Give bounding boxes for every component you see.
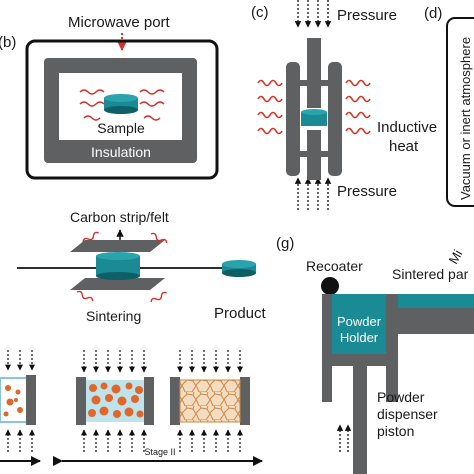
stage-left-arrows	[5, 350, 35, 452]
stage-cell-left	[0, 375, 36, 425]
sample-label: Sample	[97, 120, 145, 136]
inductive-heat-waves	[257, 79, 371, 135]
panel-f-stages: Stage II	[0, 350, 263, 466]
mi-label: Mi	[446, 247, 466, 266]
sintering-heat-waves	[76, 231, 168, 303]
panel-e-carbon-strip: Carbon strip/felt Sintering Product	[17, 209, 267, 324]
upper-punch	[307, 86, 321, 108]
pressure-arrows-top	[294, 0, 332, 28]
die-assembly	[286, 38, 342, 180]
microwave-port-label: Microwave port	[68, 14, 171, 31]
microwave-waves	[79, 89, 165, 121]
dispenser-label-2: dispenser	[377, 406, 438, 422]
vacuum-chamber	[446, 17, 474, 207]
product-disc	[222, 260, 256, 277]
product-label: Product	[214, 305, 267, 322]
holder-left-wall	[322, 294, 332, 402]
microwave-cavity	[25, 39, 219, 180]
panel-c-label: (c)	[251, 4, 269, 21]
pressure-top-label: Pressure	[337, 7, 397, 24]
powder-holder-label-1: Powder	[337, 314, 382, 329]
piston-arrows	[336, 424, 352, 452]
panel-g-additive: (g) Recoater Sintered par Mi Powder Hold…	[276, 235, 474, 474]
panel-g-label: (g)	[276, 235, 294, 252]
top-carbon-strip	[70, 240, 165, 252]
dispenser-label-1: Powder	[377, 389, 425, 405]
recoater-label: Recoater	[306, 258, 363, 274]
panel-b-microwave: (b) Microwave port Insulation Samp	[0, 14, 219, 180]
recoater-roller	[321, 277, 339, 295]
insulation-label: Insulation	[91, 144, 151, 160]
panel-b-label: (b)	[0, 34, 16, 51]
panel-c-induction: (c) Pressure Pressure Inductive heat	[251, 0, 437, 210]
vacuum-label: Vacuum or inert atmosphere	[458, 37, 473, 200]
heat-label: heat	[389, 138, 419, 155]
stage-ii-label: Stage II	[144, 447, 175, 457]
sintered-part-label: Sintered par	[392, 266, 469, 282]
pressure-arrows-bottom	[294, 177, 332, 210]
sample-disc	[104, 94, 138, 114]
die-sample	[301, 109, 327, 126]
bottom-carbon-strip	[70, 278, 165, 290]
dispenser-label-3: piston	[377, 423, 414, 439]
build-powder-top	[398, 294, 474, 308]
stage-cell-middle	[76, 377, 154, 425]
stage-cell-right	[170, 377, 250, 425]
sintering-label: Sintering	[86, 308, 141, 324]
carbon-strip-label: Carbon strip/felt	[70, 209, 169, 225]
pressure-bottom-label: Pressure	[337, 183, 397, 200]
powder-holder	[332, 294, 386, 354]
inductive-label: Inductive	[377, 119, 437, 136]
powder-holder-label-2: Holder	[340, 330, 379, 345]
dispenser-piston	[353, 366, 367, 474]
holder-piston-plate	[332, 354, 386, 366]
lower-punch	[307, 130, 321, 151]
panel-d-label: (d)	[424, 5, 442, 22]
panel-d: (d) Vacuum or inert atmosphere	[424, 5, 474, 207]
strip-sample	[96, 252, 140, 280]
build-platform	[386, 308, 474, 334]
